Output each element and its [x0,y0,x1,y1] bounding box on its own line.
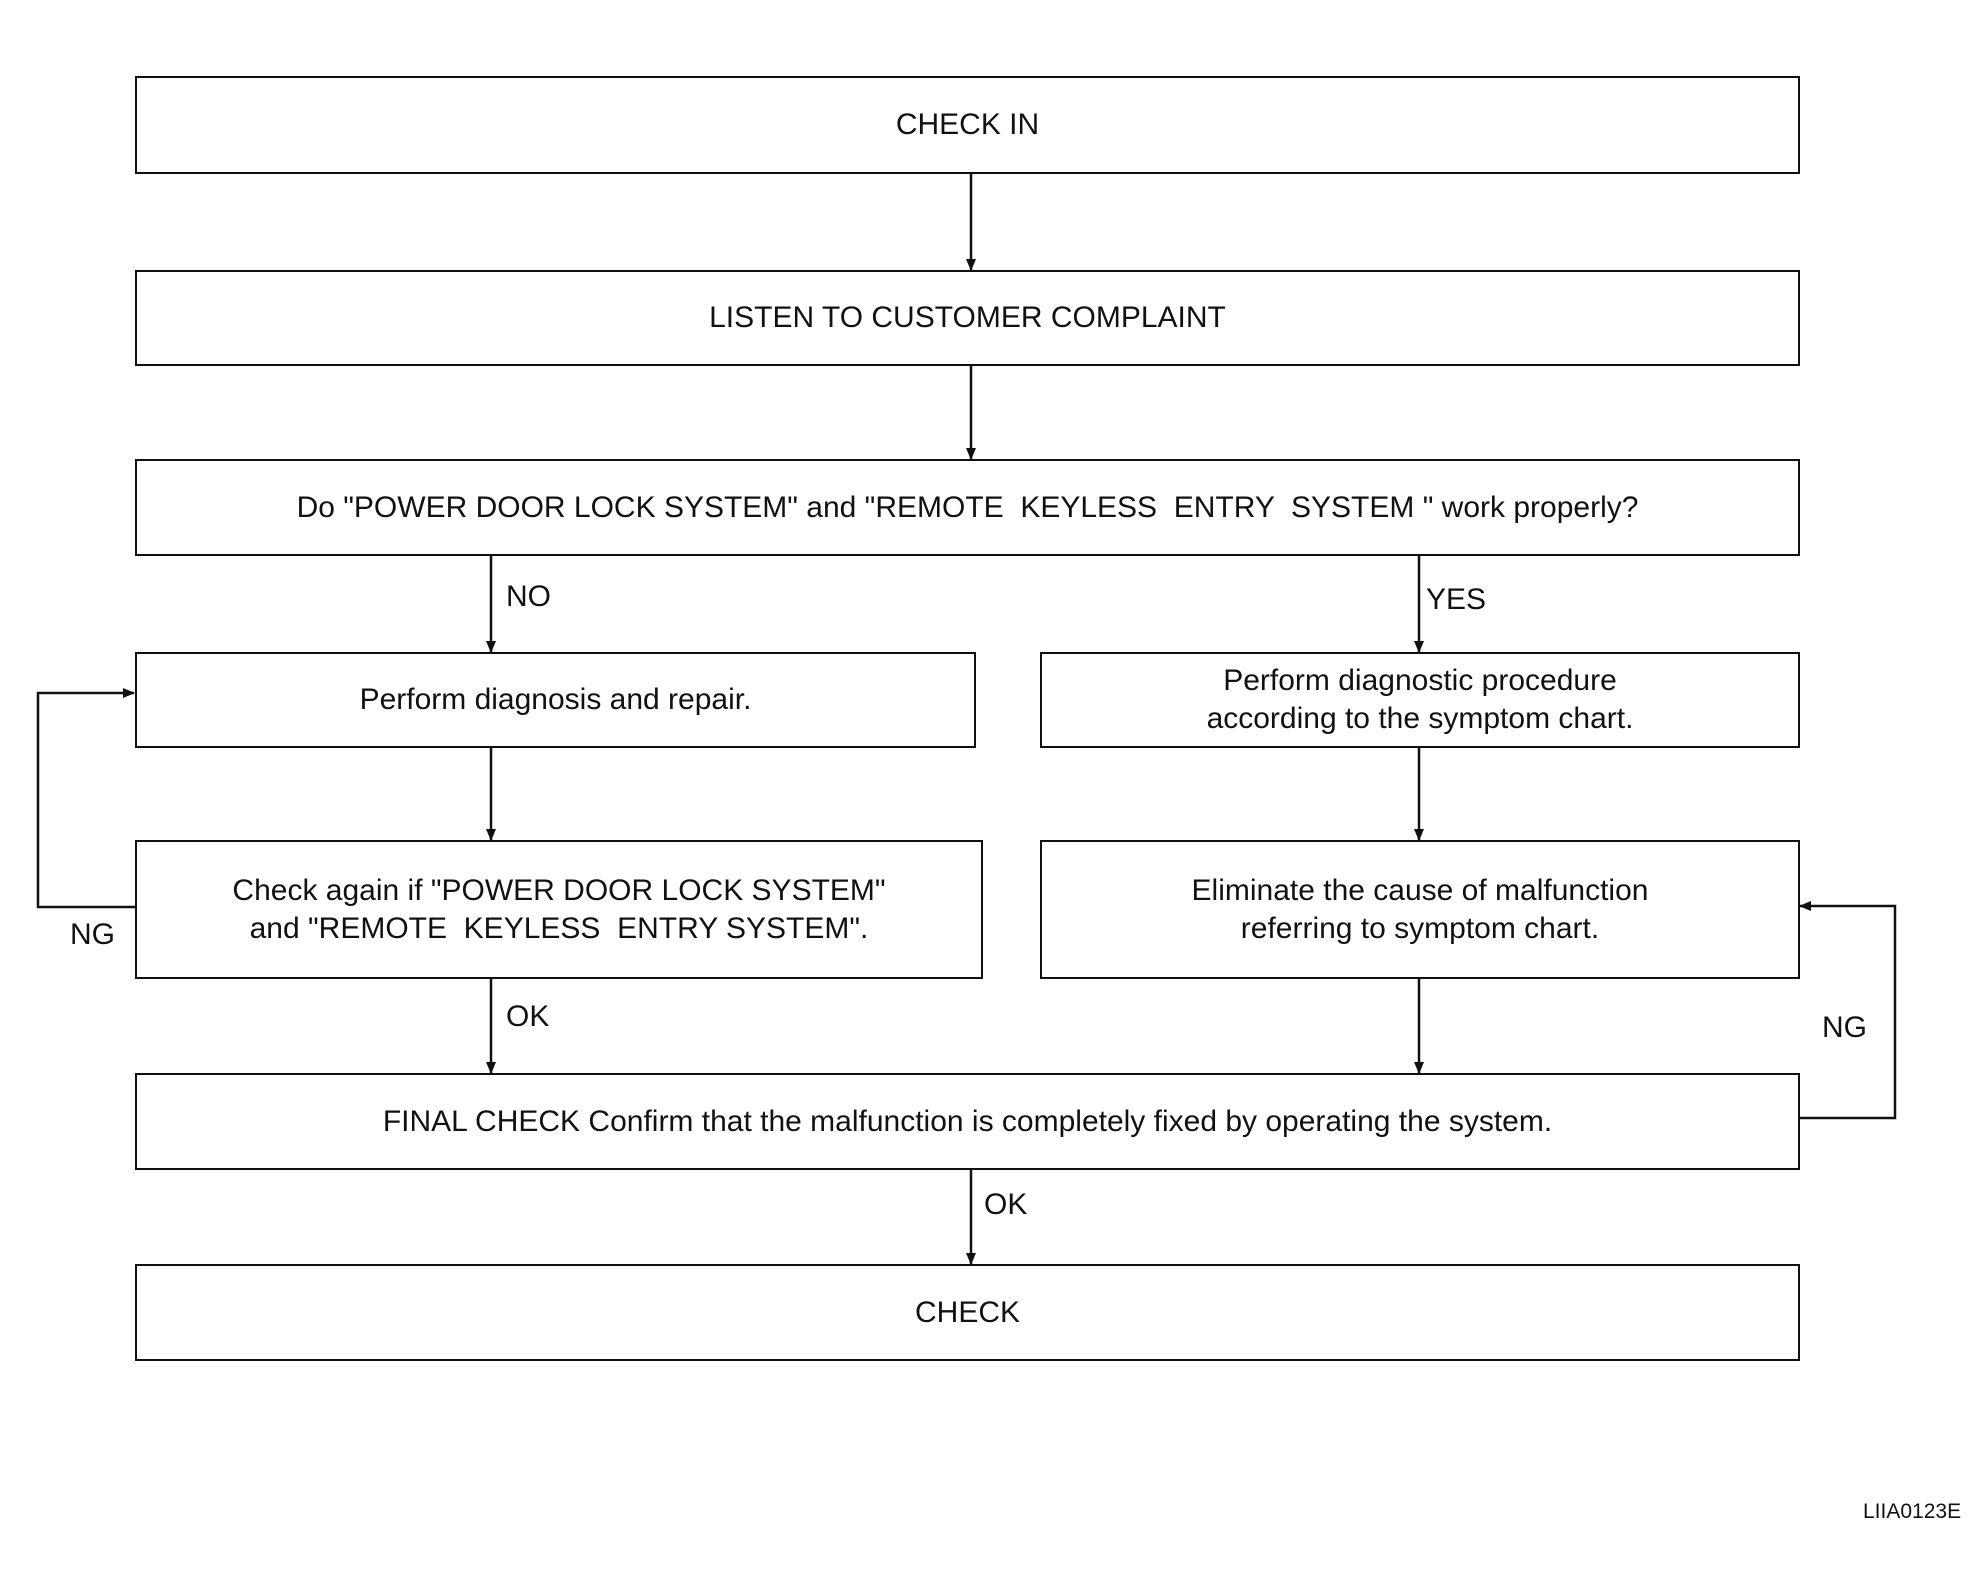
work-properly-question-box: Do "POWER DOOR LOCK SYSTEM" and "REMOTE … [135,459,1800,556]
yes-label: YES [1426,583,1487,616]
no-label: NO [506,580,551,613]
work-properly-question-text: Do "POWER DOOR LOCK SYSTEM" and "REMOTE … [296,490,1639,524]
eliminate-cause-line-1: Eliminate the cause of malfunction [1191,873,1649,907]
ok-left-label: OK [506,1000,550,1033]
check-in-box: CHECK IN [135,76,1800,174]
check-again-line-2: and "REMOTE KEYLESS ENTRY SYSTEM". [249,911,869,945]
ng-loop-left [36,688,135,909]
check-out-box: CHECK [135,1264,1800,1361]
check-in-text: CHECK IN [895,108,1040,141]
eliminate-cause-line-2: referring to symptom chart. [1240,911,1600,945]
listen-complaint-text: LISTEN TO CUSTOMER COMPLAINT [709,301,1226,334]
figure-code: LIIA0123E [1863,1500,1962,1523]
ng-left-label: NG [70,918,115,951]
diagnostic-procedure-box: Perform diagnostic procedure according t… [1040,652,1800,748]
final-check-box: FINAL CHECK Confirm that the malfunction… [135,1073,1800,1170]
diagnostic-procedure-line-1: Perform diagnostic procedure [1223,664,1617,697]
diagnostic-procedure-line-2: according to the symptom chart. [1206,702,1634,735]
ng-loop-right [1799,901,1897,1120]
diagnosis-repair-box: Perform diagnosis and repair. [135,652,976,748]
listen-complaint-box: LISTEN TO CUSTOMER COMPLAINT [135,270,1800,366]
diagnosis-repair-text: Perform diagnosis and repair. [359,683,752,716]
ok-final-label: OK [984,1188,1028,1221]
check-again-box: Check again if "POWER DOOR LOCK SYSTEM" … [135,840,983,979]
check-out-text: CHECK [914,1295,1020,1329]
eliminate-cause-box: Eliminate the cause of malfunction refer… [1040,840,1800,979]
check-again-line-1: Check again if "POWER DOOR LOCK SYSTEM" [232,873,886,907]
final-check-text: FINAL CHECK Confirm that the malfunction… [382,1104,1553,1138]
ng-right-label: NG [1822,1011,1867,1044]
